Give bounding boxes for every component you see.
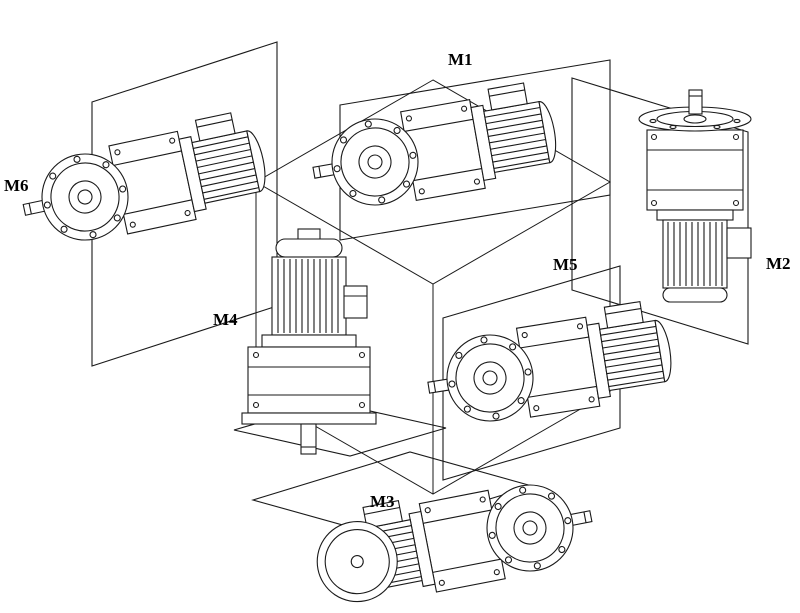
label-m5: M5 <box>553 255 578 274</box>
gearmotor-m1 <box>304 78 563 218</box>
gearmotor-m5 <box>420 297 678 433</box>
gearmotor-m2 <box>638 89 752 303</box>
label-m6: M6 <box>4 176 29 195</box>
label-m1: M1 <box>448 50 473 69</box>
gearmotor-m4 <box>241 228 377 455</box>
gearmotor-m6 <box>12 107 273 255</box>
label-m2: M2 <box>766 254 791 273</box>
orientation-cube <box>254 79 612 495</box>
label-m3: M3 <box>370 492 395 511</box>
mounting-plane-m5 <box>442 265 621 481</box>
label-m4: M4 <box>213 310 238 329</box>
mounting-plane-m1 <box>339 59 611 241</box>
gearmotor-m3 <box>316 464 600 608</box>
